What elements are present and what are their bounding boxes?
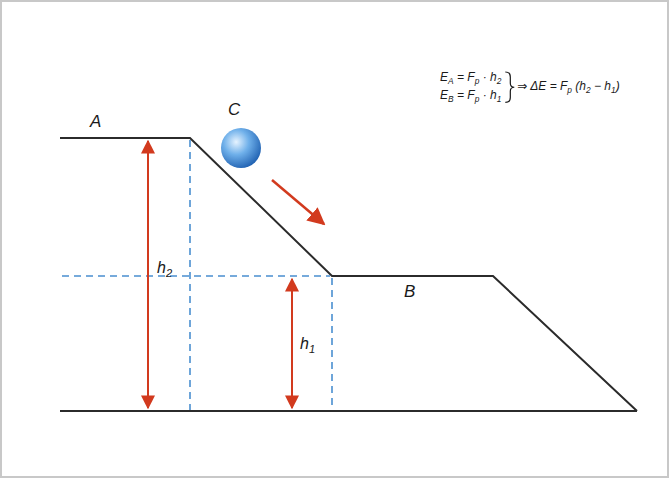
subscript: A — [448, 76, 454, 86]
subscript: 2 — [497, 76, 502, 86]
subscript: p — [475, 76, 480, 86]
text-label: h1 — [300, 334, 315, 357]
text-label: EA = Fp · h2 — [440, 70, 501, 86]
label-text: E — [440, 88, 448, 102]
label-text: E — [440, 70, 448, 84]
label-text: = F — [454, 88, 475, 102]
label-text: h — [300, 335, 309, 352]
subscript: B — [448, 94, 454, 104]
height-arrow — [291, 279, 293, 408]
label-text: · h — [479, 88, 496, 102]
label-text: ⇒ ΔE = F — [517, 79, 567, 93]
subscript: p — [567, 85, 572, 95]
subscript: p — [475, 94, 480, 104]
height-arrow — [147, 141, 149, 408]
motion-arrow — [272, 180, 324, 224]
text-label: A — [90, 112, 101, 132]
label-text: A — [90, 112, 101, 131]
subscript: 1 — [611, 85, 616, 95]
subscript: 1 — [309, 343, 315, 355]
text-label: C — [228, 100, 240, 120]
subscript: 2 — [166, 267, 172, 279]
subscript: 2 — [586, 85, 591, 95]
subscript: 1 — [497, 94, 502, 104]
brace — [505, 72, 514, 102]
label-text: (h — [572, 79, 586, 93]
label-text: − h — [591, 79, 611, 93]
text-label: h2 — [157, 258, 172, 281]
ground-line — [60, 410, 637, 412]
label-text: h — [157, 259, 166, 276]
label-text: · h — [479, 70, 496, 84]
terrain-profile — [60, 138, 637, 411]
text-label: ⇒ ΔE = Fp (h2 − h1) — [517, 79, 619, 95]
label-text: ) — [616, 79, 620, 93]
label-text: C — [228, 100, 240, 119]
guide-lines — [62, 140, 332, 410]
label-text: B — [404, 282, 415, 301]
text-label: EB = Fp · h1 — [440, 88, 501, 104]
text-label: B — [404, 282, 415, 302]
label-text: = F — [454, 70, 475, 84]
ball — [221, 128, 261, 168]
